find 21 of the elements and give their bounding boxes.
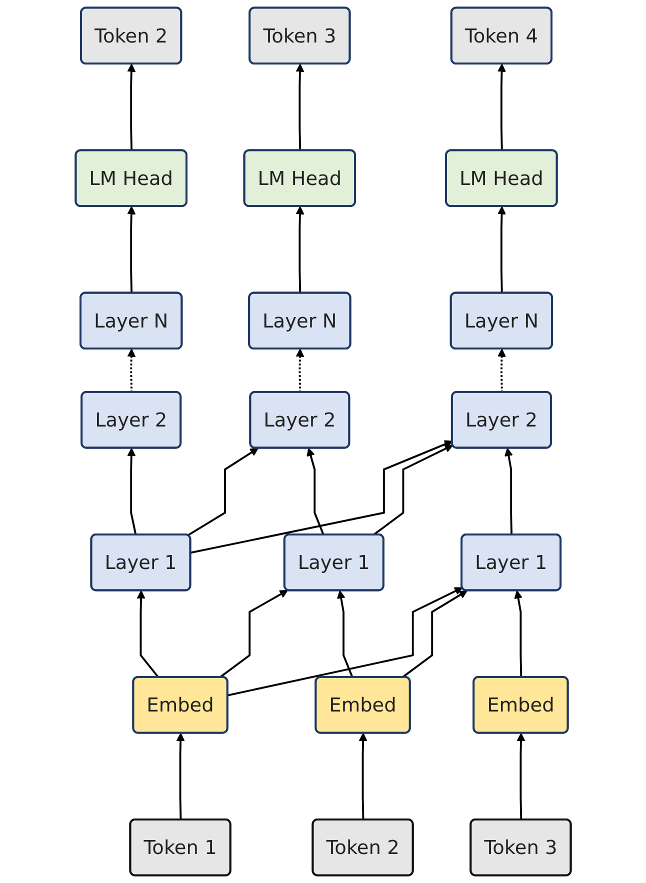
arrow	[126, 448, 136, 536]
arrow	[358, 732, 368, 820]
arrow	[126, 206, 136, 294]
arrow	[497, 206, 506, 294]
arrow	[190, 440, 453, 554]
arrow	[514, 590, 522, 678]
arrow	[176, 732, 185, 820]
arrow	[218, 590, 288, 678]
arrow	[227, 587, 462, 696]
arrow	[336, 590, 354, 678]
arrow	[136, 590, 159, 678]
arrow	[126, 64, 136, 151]
arrow	[187, 448, 258, 536]
arrow	[372, 444, 453, 536]
arrow	[516, 732, 525, 820]
arrow	[401, 590, 468, 678]
arrow	[497, 64, 506, 151]
arrow	[504, 448, 513, 535]
arrow	[296, 206, 304, 294]
arrow	[296, 64, 304, 151]
arrow	[306, 448, 324, 536]
